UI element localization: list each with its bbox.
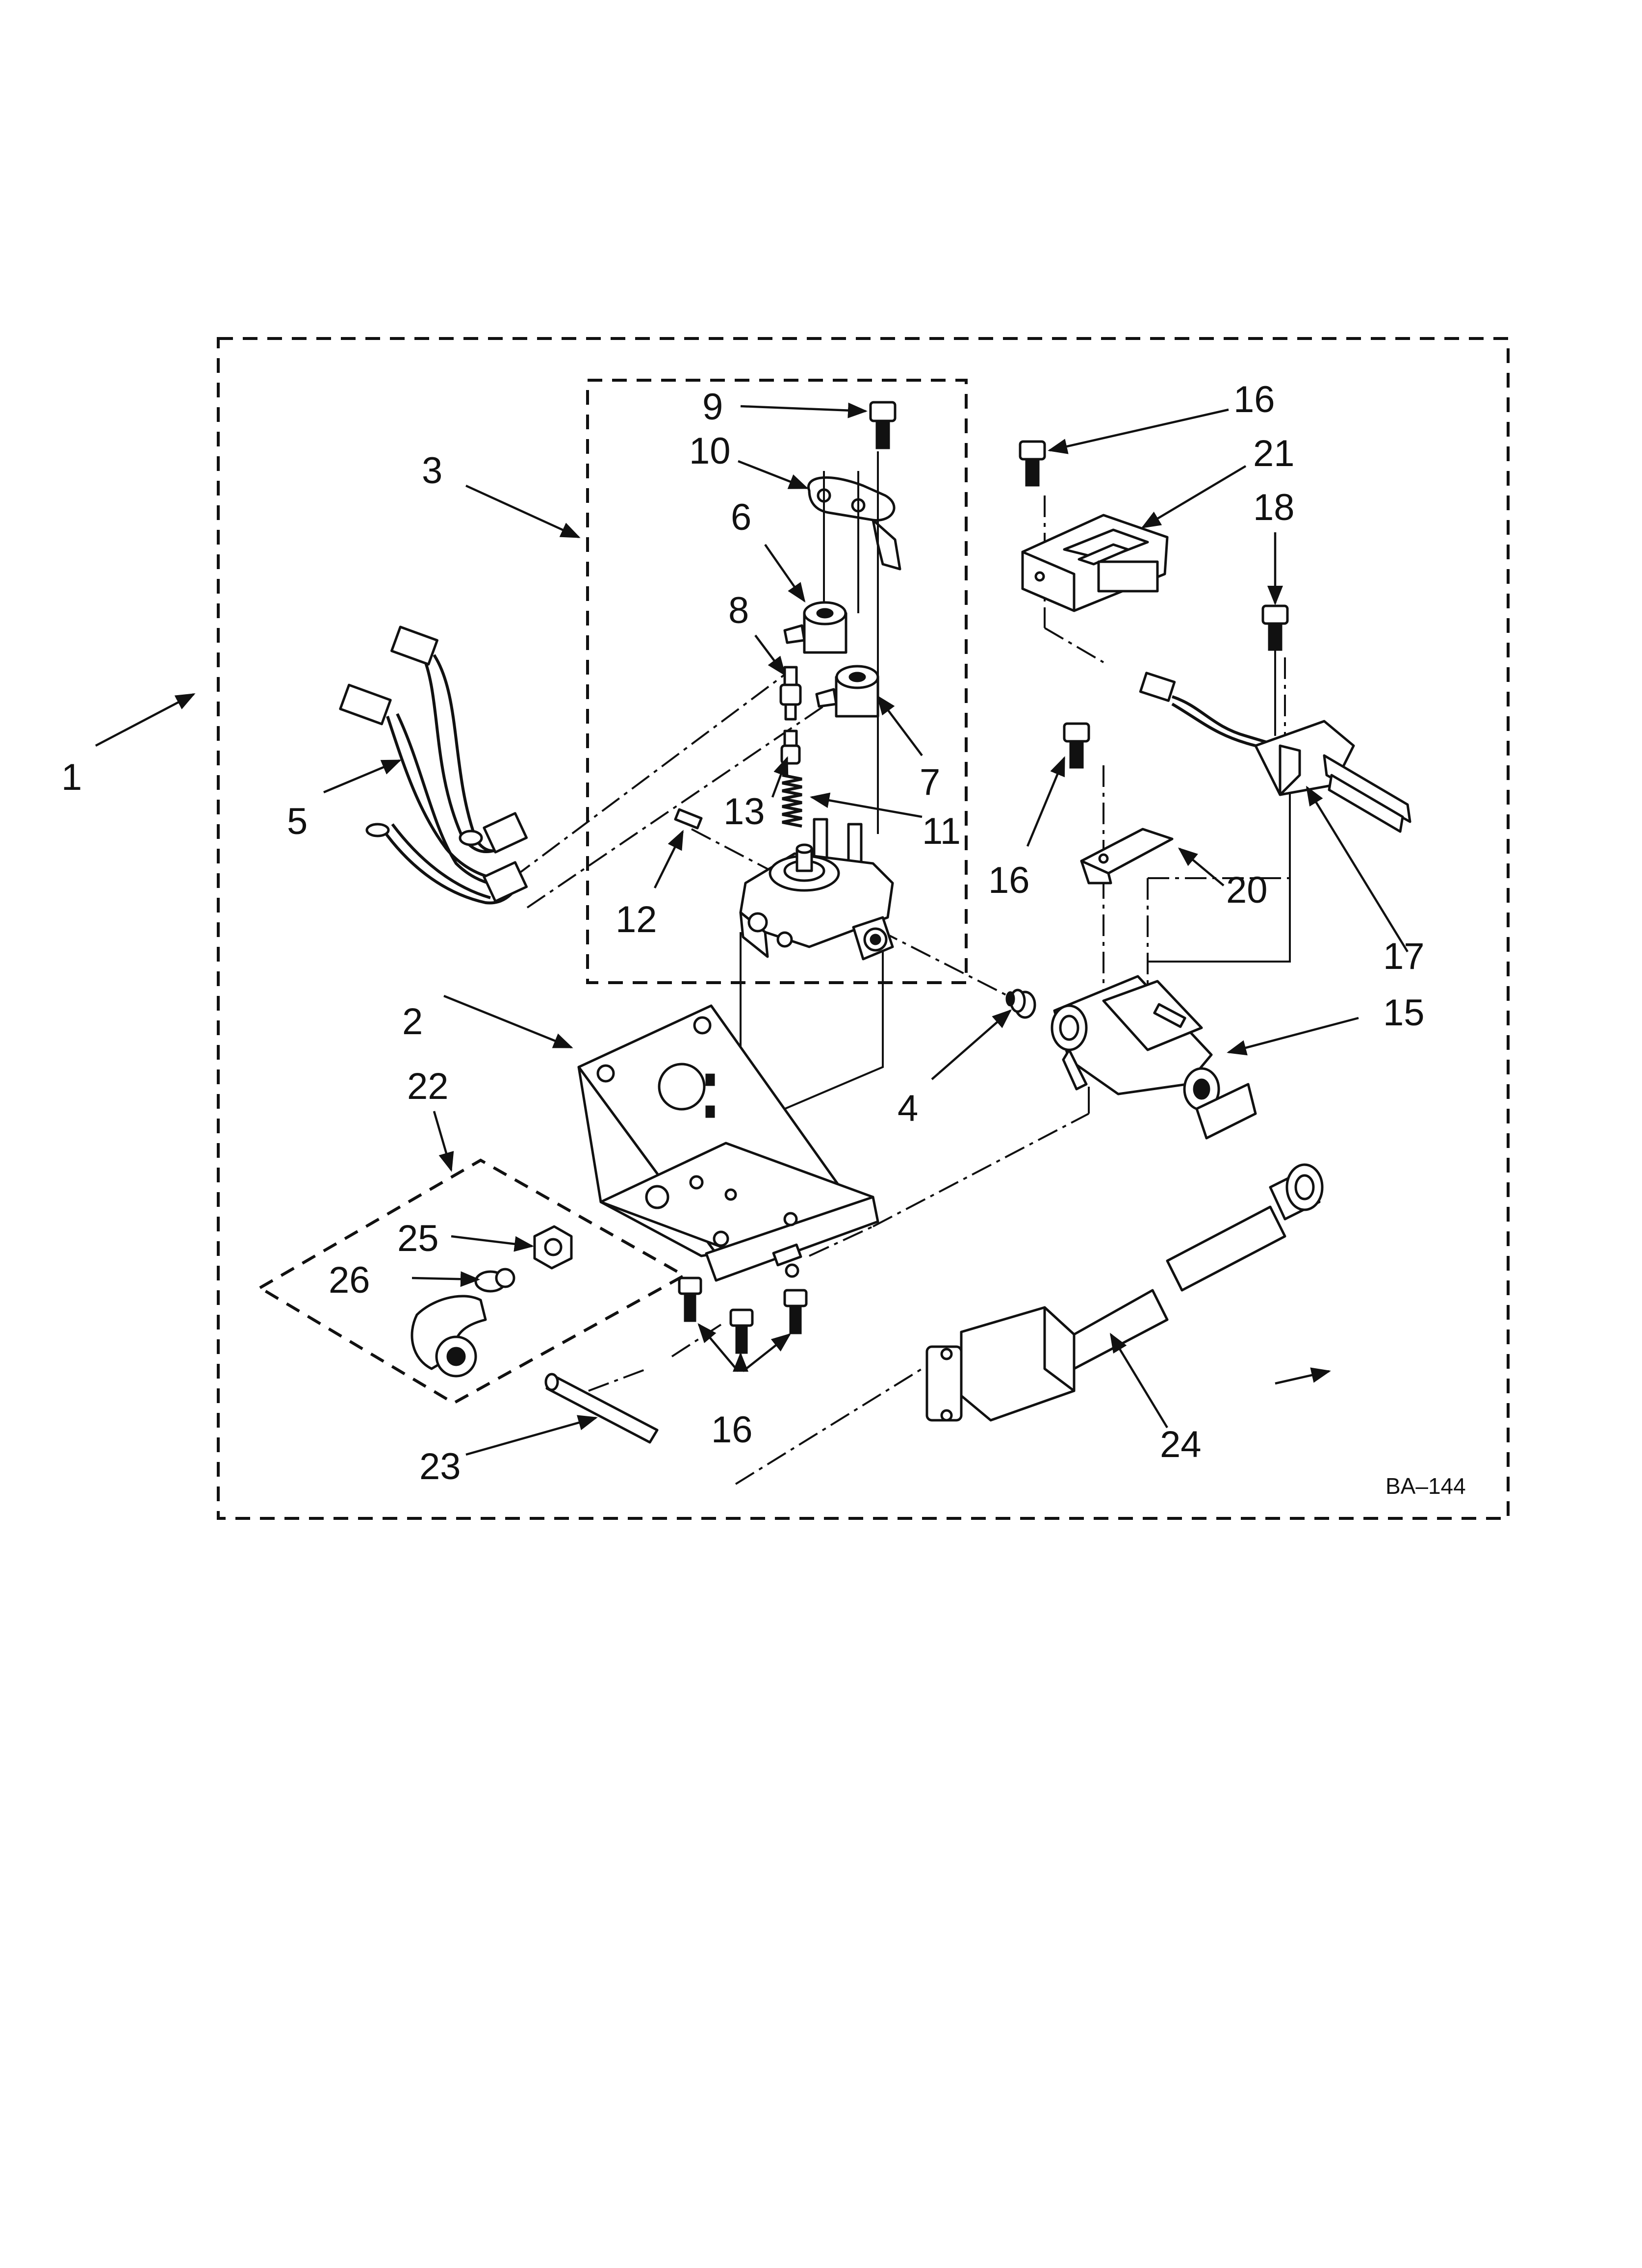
mounting-bracket-2 [577, 1004, 879, 1307]
coil-6 [783, 601, 847, 654]
callout-1: 1 [61, 756, 82, 798]
callout-10: 10 [689, 430, 731, 472]
callout-16-mid: 16 [988, 860, 1030, 901]
callout-23: 23 [419, 1446, 461, 1487]
callout-17: 17 [1383, 936, 1425, 977]
bracket-20 [1080, 828, 1174, 885]
callout-22: 22 [407, 1066, 449, 1107]
callout-16-bottom: 16 [711, 1409, 753, 1451]
callout-21: 21 [1253, 433, 1295, 474]
callout-4: 4 [898, 1088, 918, 1129]
plunger-13 [780, 730, 801, 765]
callout-25: 25 [397, 1218, 439, 1259]
callout-11: 11 [922, 810, 961, 852]
flame-sensor-21 [1021, 514, 1169, 612]
valve-pipe-24 [925, 1163, 1324, 1422]
callout-9: 9 [702, 386, 723, 428]
screw-16-top [1019, 440, 1046, 487]
leader-lines [95, 402, 1409, 1456]
screw-9 [869, 401, 897, 449]
callout-26: 26 [329, 1259, 370, 1301]
spring-11 [782, 774, 802, 828]
fitting-26 [474, 1268, 515, 1293]
callout-6: 6 [731, 496, 751, 538]
callout-24: 24 [1160, 1424, 1202, 1465]
coil-bracket-10 [807, 451, 901, 834]
callout-labels: 1 2 3 4 5 6 7 8 9 10 11 12 13 15 16 16 1… [61, 379, 1466, 1499]
drawing-code: BA–144 [1385, 1473, 1466, 1499]
pin-12 [674, 808, 703, 830]
elbow-fitting [410, 1295, 487, 1378]
callout-2: 2 [402, 1001, 423, 1043]
coil-7 [815, 665, 879, 718]
callout-3: 3 [422, 450, 442, 492]
burner-15 [1051, 975, 1257, 1140]
screw-18 [1261, 604, 1289, 736]
gas-valve-body [739, 818, 894, 961]
screws-16-bottom [678, 1277, 808, 1354]
callout-20: 20 [1226, 869, 1268, 911]
callout-15: 15 [1383, 992, 1425, 1034]
callout-13: 13 [723, 791, 765, 833]
alignment-lines [512, 495, 1291, 1485]
rod-23 [544, 1373, 659, 1444]
callout-5: 5 [287, 801, 308, 842]
orifice-fitting-4 [1005, 989, 1036, 1019]
callout-8: 8 [728, 590, 749, 631]
assembly-boundary [217, 337, 1510, 1520]
callout-16-top: 16 [1233, 379, 1275, 420]
igniter-17 [1139, 672, 1411, 833]
callout-12: 12 [616, 899, 657, 940]
callout-7: 7 [920, 761, 940, 803]
wire-harness [339, 626, 528, 905]
screw-16-mid [1063, 722, 1090, 769]
nut-25 [533, 1225, 573, 1270]
callout-18: 18 [1253, 487, 1295, 528]
